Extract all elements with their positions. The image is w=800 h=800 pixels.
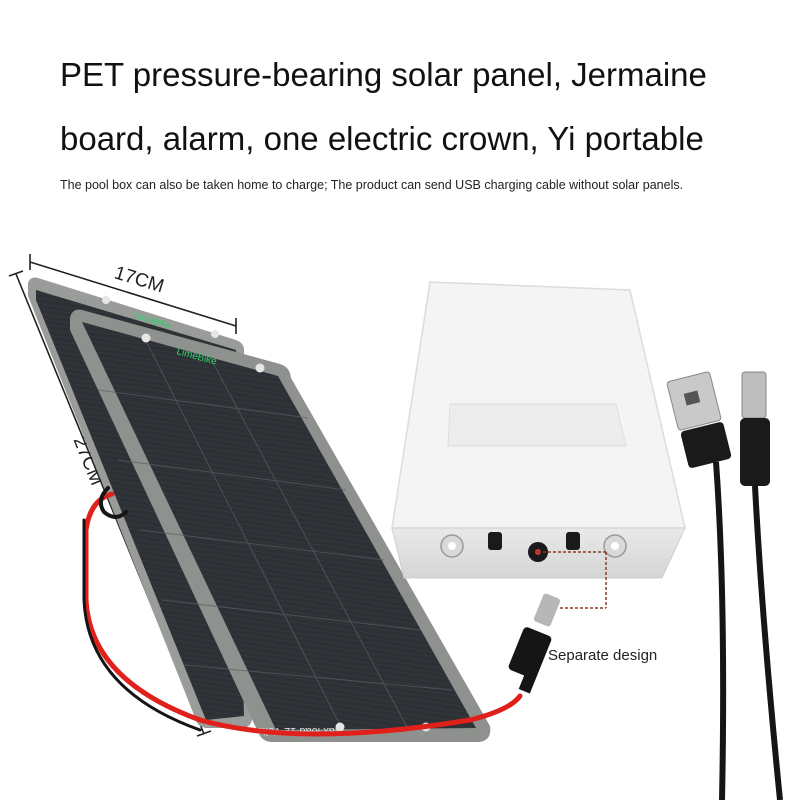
dc-plug	[508, 593, 561, 694]
battery-box	[391, 281, 686, 579]
panel-cable	[82, 486, 523, 737]
subline-text: The pool box can also be taken home to c…	[60, 178, 684, 192]
headline-line-2: board, alarm, one electric crown, Yi por…	[60, 120, 704, 157]
usb-cable	[666, 371, 732, 800]
dc-cable	[740, 371, 783, 800]
width-dimension-line	[29, 254, 237, 334]
headline-line-1: PET pressure-bearing solar panel, Jermai…	[60, 56, 707, 93]
callout-label: Separate design	[548, 647, 657, 664]
callout-pointer	[538, 551, 607, 609]
width-dimension-label: 17CM	[112, 263, 167, 298]
